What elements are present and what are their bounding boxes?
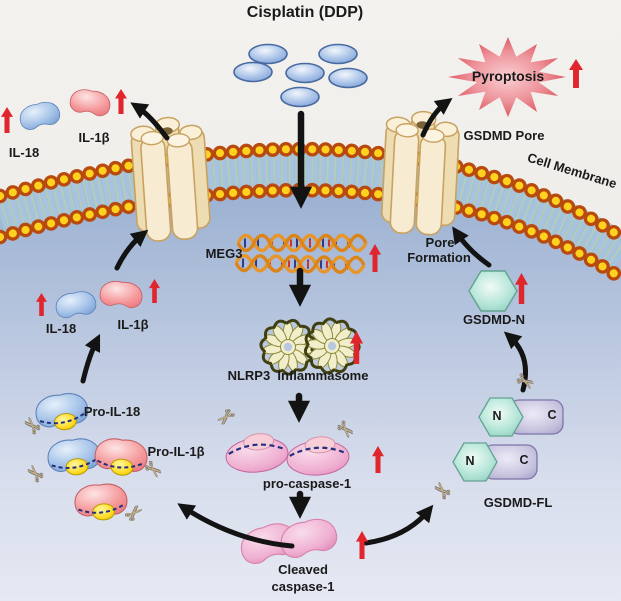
label-pro-il1b: Pro-IL-1β <box>147 444 205 459</box>
upregulated-icon-il1b-in <box>149 279 160 303</box>
gsdmd-pore-channel-right <box>380 108 461 237</box>
label-nlrp3-inflammasome: NLRP3 Inflammasome <box>227 368 369 383</box>
label-cleaved-caspase1-line1: Cleaved <box>278 562 328 577</box>
label-il1b-intracellular: IL-1β <box>117 317 149 332</box>
arrow-pore-right-pyroptosis <box>420 98 453 138</box>
gsdmd-pore-channel-left <box>129 114 213 244</box>
pro-il1b-molecules <box>73 436 150 521</box>
label-n-terminal-2: N <box>465 454 475 468</box>
cisplatin-molecules <box>233 43 368 108</box>
label-pore-formation-line2: Formation <box>407 250 471 265</box>
pathway-arrows <box>80 98 528 549</box>
arrow-il-to-pore <box>114 229 149 271</box>
label-il18-intracellular: IL-18 <box>45 321 77 336</box>
arrow-pore-formation <box>452 226 492 268</box>
label-n-terminal-1: N <box>492 409 502 423</box>
label-pore-formation-line1: Pore <box>425 235 455 250</box>
cell-membrane-bilayer <box>0 141 621 286</box>
label-cleaved-caspase1-line2: caspase-1 <box>271 579 335 594</box>
label-gsdmd-n: GSDMD-N <box>462 312 526 327</box>
label-pro-caspase1: pro-caspase-1 <box>262 476 352 491</box>
pro-caspase1-molecules <box>225 433 350 476</box>
label-il1b-extracellular: IL-1β <box>78 130 110 145</box>
label-pro-il18: Pro-IL-18 <box>83 404 141 419</box>
pyroptosis-starburst <box>448 37 566 117</box>
arrow-proil-to-il <box>80 333 101 384</box>
cell-interior <box>0 169 621 601</box>
label-meg3: MEG3 <box>205 246 243 261</box>
il18-molecule-extracellular <box>16 98 63 133</box>
diagram-title: Cisplatin (DDP) <box>246 4 364 21</box>
gsdmd-n-hexagon <box>468 270 518 312</box>
label-il18-extracellular: IL-18 <box>8 145 40 160</box>
label-gsdmd-pore: GSDMD Pore <box>463 128 545 143</box>
gsdmd-fl-molecules <box>452 397 564 482</box>
arrow-cleaved-to-proil <box>177 503 295 549</box>
pro-il18-molecules <box>33 390 102 476</box>
arrow-gsdmdfl-to-gsdmdn <box>503 331 528 393</box>
il1b-molecule-extracellular <box>68 86 113 118</box>
arrow-cleaved-to-gsdmdfl <box>363 504 434 546</box>
label-gsdmd-fl: GSDMD-FL <box>483 495 553 510</box>
label-pyroptosis: Pyroptosis <box>471 68 545 84</box>
label-c-terminal-1: C <box>547 408 557 422</box>
arrow-pore-left-secretion <box>130 102 170 141</box>
label-c-terminal-2: C <box>519 453 529 467</box>
upregulated-icon-il18-in <box>36 293 47 316</box>
